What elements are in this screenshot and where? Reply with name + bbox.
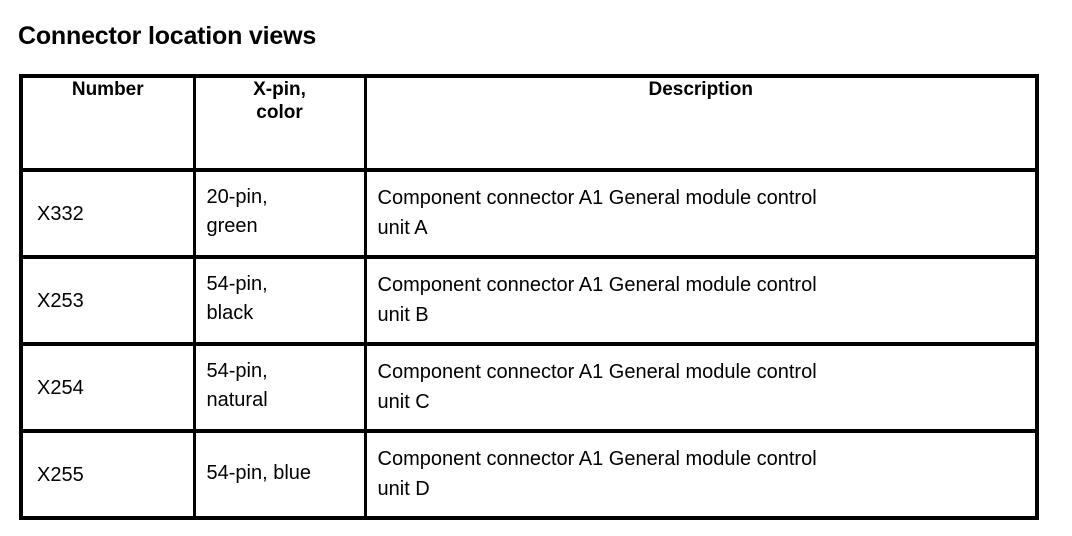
connector-number-value: X254 <box>37 377 84 399</box>
cell-xpin-color: 54-pin, black <box>194 257 367 346</box>
column-header-xpin-line1: X-pin, <box>253 79 306 100</box>
xpin-color-value: 54-pin, blue <box>196 433 364 488</box>
connector-table-container: Number X-pin, color Description X332 <box>19 74 1039 520</box>
description-line1: Component connector A1 General module co… <box>377 274 817 296</box>
page-title: Connector location views <box>18 21 317 50</box>
column-header-number: Number <box>21 76 196 172</box>
cell-description: Component connector A1 General module co… <box>365 257 1037 346</box>
connector-location-table: Number X-pin, color Description X332 <box>19 74 1039 520</box>
connector-number-value: X332 <box>37 203 84 225</box>
table-header: Number X-pin, color Description <box>21 76 1037 172</box>
description-line1: Component connector A1 General module co… <box>377 448 817 470</box>
cell-description: Component connector A1 General module co… <box>365 170 1037 259</box>
xpin-color-line1: 54-pin, blue <box>206 462 312 484</box>
table-row: X253 54-pin, black Component connector A… <box>21 257 1037 346</box>
table-row: X255 54-pin, blue Component connector A1… <box>21 431 1037 518</box>
description-value: Component connector A1 General module co… <box>367 346 1036 417</box>
description-line1: Component connector A1 General module co… <box>377 187 817 209</box>
cell-number: X253 <box>21 257 196 346</box>
description-line2: unit C <box>377 391 430 413</box>
description-line2: unit B <box>377 304 429 326</box>
xpin-color-value: 54-pin, black <box>196 259 364 328</box>
description-value: Component connector A1 General module co… <box>367 433 1036 504</box>
description-value: Component connector A1 General module co… <box>367 172 1036 243</box>
cell-description: Component connector A1 General module co… <box>365 431 1037 518</box>
column-header-description: Description <box>365 76 1037 172</box>
xpin-color-value: 20-pin, green <box>196 172 364 241</box>
table-row: X332 20-pin, green Component connector A… <box>21 170 1037 259</box>
xpin-color-line2: black <box>206 302 254 324</box>
table-body: X332 20-pin, green Component connector A… <box>21 170 1037 518</box>
xpin-color-value: 54-pin, natural <box>196 346 364 415</box>
description-value: Component connector A1 General module co… <box>367 259 1036 330</box>
xpin-color-line1: 54-pin, <box>206 360 268 382</box>
description-line2: unit D <box>377 478 430 500</box>
cell-xpin-color: 54-pin, natural <box>194 344 367 433</box>
table-row: X254 54-pin, natural Component connector… <box>21 344 1037 433</box>
cell-number: X255 <box>21 431 196 518</box>
xpin-color-line1: 20-pin, <box>206 186 268 208</box>
description-line2: unit A <box>377 217 428 239</box>
column-header-description-label: Description <box>648 79 754 100</box>
description-line1: Component connector A1 General module co… <box>377 361 817 383</box>
column-header-xpin-line2: color <box>256 102 303 123</box>
connector-number-value: X255 <box>37 464 84 486</box>
column-header-number-label: Number <box>71 79 144 100</box>
table-header-row: Number X-pin, color Description <box>21 76 1037 172</box>
cell-xpin-color: 20-pin, green <box>194 170 367 259</box>
cell-number: X332 <box>21 170 196 259</box>
xpin-color-line2: natural <box>206 389 268 411</box>
xpin-color-line2: green <box>206 215 258 237</box>
cell-xpin-color: 54-pin, blue <box>194 431 367 518</box>
connector-number-value: X253 <box>37 290 84 312</box>
cell-number: X254 <box>21 344 196 433</box>
column-header-xpin-color: X-pin, color <box>194 76 367 172</box>
cell-description: Component connector A1 General module co… <box>365 344 1037 433</box>
xpin-color-line1: 54-pin, <box>206 273 268 295</box>
